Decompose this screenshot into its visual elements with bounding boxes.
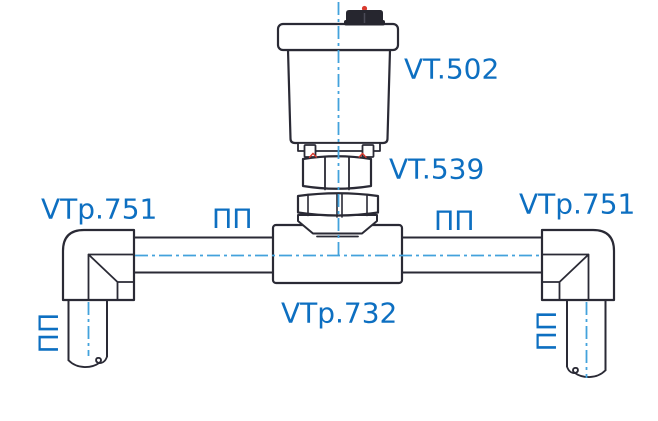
lower-hex-faces	[307, 192, 368, 218]
tee-top-adapter	[297, 214, 378, 235]
drawing-outlines	[61, 22, 616, 378]
upper-hex-faces	[324, 155, 350, 191]
label-shut-off-valve: VT.539	[389, 153, 484, 186]
part-labels: VT.502 VT.539 VTp.732 VTp.751 VTp.751 ПП…	[34, 53, 635, 354]
pipe-mark-left-horizontal: ПП	[212, 204, 253, 235]
shut-off-valve-drawing	[301, 155, 373, 191]
right-elbow-inner-lines	[541, 253, 590, 300]
tee-drawing	[271, 214, 404, 285]
centerlines	[87, 2, 588, 378]
label-elbow-left: VTp.751	[41, 193, 157, 226]
left-elbow-inner-lines	[87, 253, 135, 300]
right-down-pipe	[566, 299, 607, 372]
label-tee: VTp.732	[281, 297, 397, 330]
red-seal-mark-right	[358, 152, 367, 158]
air-vent-right-tab	[361, 144, 375, 158]
vent-cap-red-dot	[361, 5, 368, 12]
red-seal-mark-left	[308, 152, 317, 158]
pipe-mark-right-horizontal: ПП	[434, 206, 475, 237]
left-elbow-drawing	[61, 228, 136, 368]
left-horizontal-pipe	[133, 236, 275, 274]
vent-cap	[344, 5, 385, 26]
left-pipe-break-line	[67, 355, 108, 368]
label-air-vent: VT.502	[404, 53, 499, 86]
pipe-mark-right-vertical: ПП	[532, 311, 563, 352]
upper-hex-outline	[301, 155, 373, 190]
right-pipe-break-line	[566, 365, 607, 378]
right-horizontal-pipe	[400, 236, 543, 274]
air-vent-body	[286, 48, 392, 145]
right-elbow-drawing	[540, 228, 616, 378]
label-elbow-right: VTp.751	[519, 188, 635, 221]
pipe-mark-left-vertical: ПП	[34, 313, 65, 354]
left-down-pipe	[67, 299, 108, 362]
